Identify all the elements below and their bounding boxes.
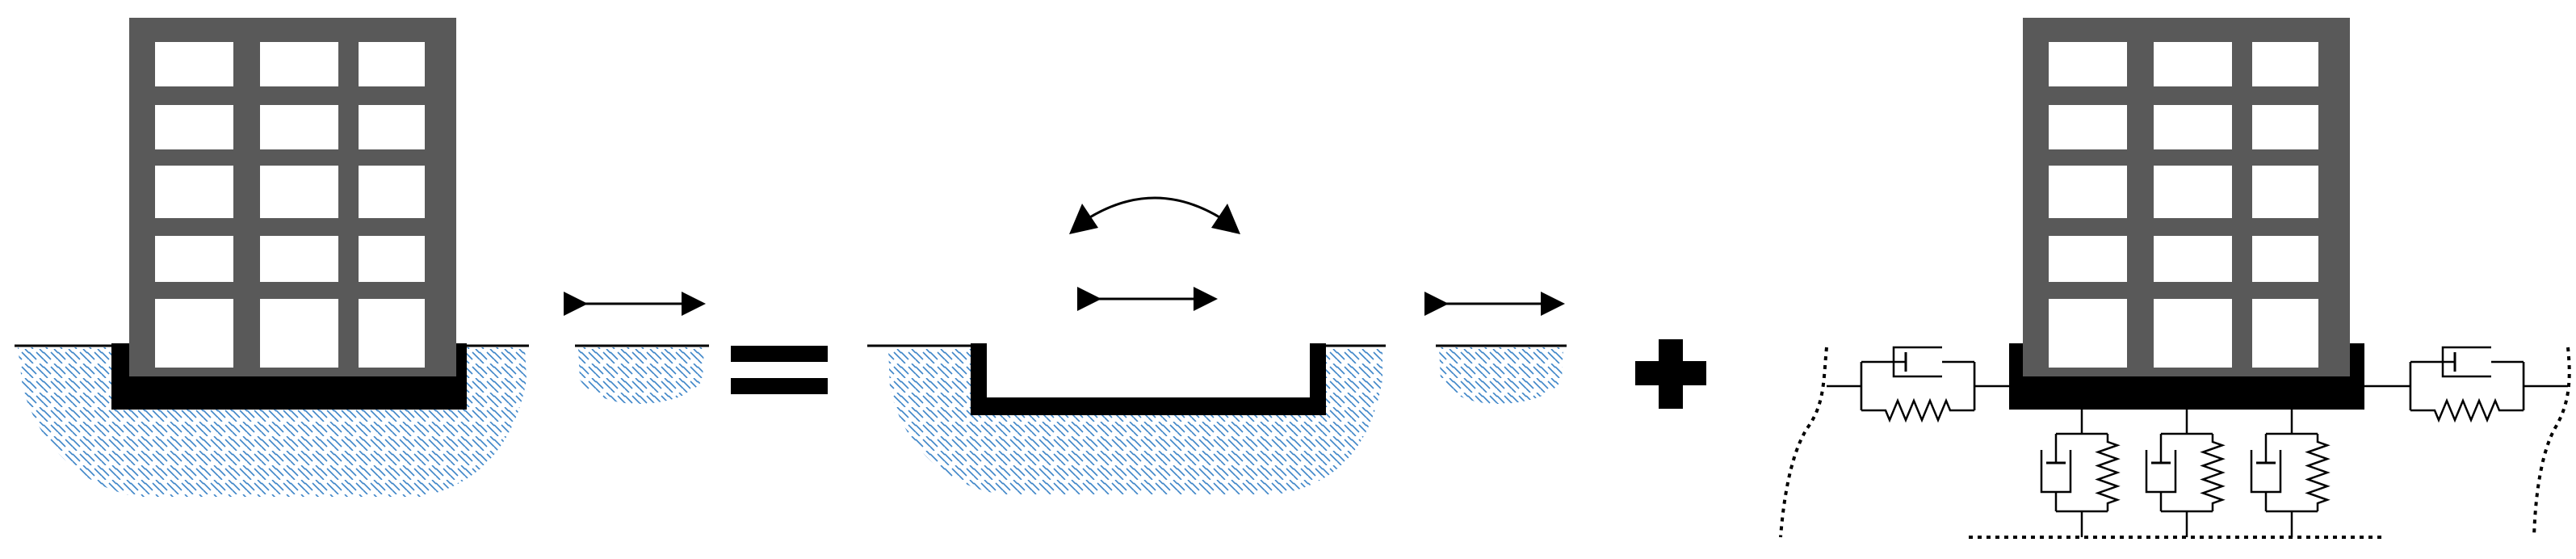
excavation-clear <box>987 343 1310 397</box>
window <box>260 299 338 368</box>
window <box>155 236 233 282</box>
window <box>359 105 425 149</box>
window <box>2154 105 2232 149</box>
input-motion-2 <box>1424 292 1567 404</box>
rotation-arrow-icon <box>1088 196 1222 220</box>
panel-full-system <box>15 18 529 497</box>
panel-kinematic-interaction <box>867 196 1386 494</box>
window <box>155 166 233 218</box>
window <box>2154 166 2232 218</box>
window <box>260 236 338 282</box>
window <box>2252 105 2318 149</box>
spring-dashpot-vertical-1 <box>2040 410 2121 537</box>
window <box>2252 299 2318 368</box>
window <box>155 42 233 86</box>
window <box>2049 299 2127 368</box>
window <box>359 166 425 218</box>
window <box>2252 236 2318 282</box>
spring-dashpot-horizontal-right <box>2409 346 2525 423</box>
building-windows <box>155 42 425 368</box>
equals-icon <box>731 346 828 394</box>
window <box>2049 42 2127 86</box>
panel-inertial-interaction <box>1779 18 2571 539</box>
far-field-boundary-right <box>2532 347 2571 538</box>
spring-icon <box>1861 397 1974 423</box>
unit-backing <box>1862 354 1974 418</box>
dashpot-icon <box>1892 346 1942 378</box>
window <box>359 236 425 282</box>
window <box>155 105 233 149</box>
window <box>260 42 338 86</box>
soil-icon <box>1439 347 1563 404</box>
window <box>2154 42 2232 86</box>
spring-icon <box>2200 434 2226 511</box>
input-motion-1 <box>564 292 709 404</box>
window <box>359 42 425 86</box>
building-windows <box>2049 42 2318 368</box>
window <box>2049 166 2127 218</box>
massless-foundation <box>971 343 1326 415</box>
window <box>2252 42 2318 86</box>
window <box>359 299 425 368</box>
dashpot-icon <box>2441 346 2491 378</box>
window <box>2049 105 2127 149</box>
plus-icon <box>1635 339 1706 409</box>
far-field-boundary-left <box>1779 347 1828 538</box>
rotation-arrow-head-right <box>1211 204 1240 234</box>
window <box>260 166 338 218</box>
spring-icon <box>2095 434 2121 511</box>
spring-dashpot-vertical-3 <box>2250 410 2331 537</box>
soil-icon <box>578 347 704 404</box>
window <box>155 299 233 368</box>
window <box>2154 299 2232 368</box>
window <box>2049 236 2127 282</box>
unit-backing <box>2411 354 2523 418</box>
spring-icon <box>2305 434 2331 511</box>
window <box>2154 236 2232 282</box>
spring-dashpot-vertical-2 <box>2145 410 2226 537</box>
spring-icon <box>2410 397 2524 423</box>
rotation-arrow-head-left <box>1069 204 1098 234</box>
window <box>260 105 338 149</box>
spring-dashpot-horizontal-left <box>1860 346 1976 423</box>
window <box>2252 166 2318 218</box>
